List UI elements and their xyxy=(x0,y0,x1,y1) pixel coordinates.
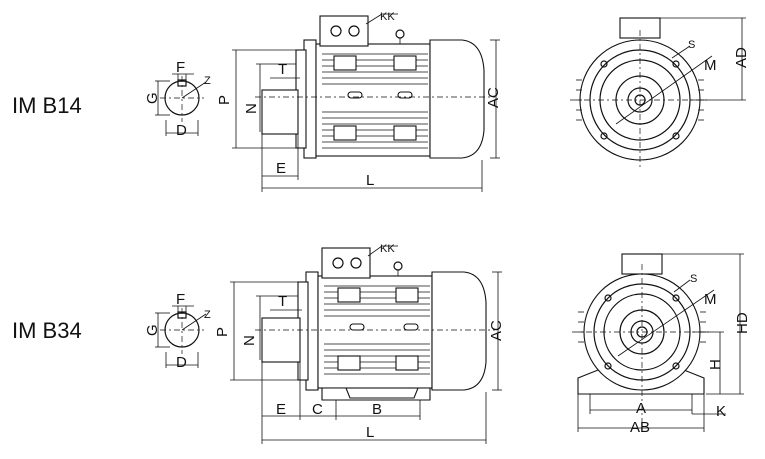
b14-label-f: F xyxy=(176,59,185,76)
b34-drawing: IM B34 F Z G D xyxy=(12,243,751,444)
b14-label-m: M xyxy=(704,57,717,74)
b34-label-ab: AB xyxy=(630,419,650,436)
b34-side-view: KK P T N E C B L AC xyxy=(214,243,505,444)
b34-label-kk: KK xyxy=(380,243,395,255)
b14-drawing: IM B14 F Z G D xyxy=(12,11,750,192)
b14-label-z: Z xyxy=(204,75,211,87)
b34-label-s: S xyxy=(690,273,697,285)
b14-label-s: S xyxy=(688,39,695,51)
b14-label-kk: KK xyxy=(380,11,395,23)
b14-side-view: KK P T N E L AC xyxy=(216,11,502,192)
b14-label-l: L xyxy=(366,172,374,189)
b34-front-view: S M HD H A AB K xyxy=(572,253,751,436)
b34-shaft-end-view: F Z G D xyxy=(144,291,211,371)
b34-label-f: F xyxy=(176,291,185,308)
b34-label-g: G xyxy=(144,324,161,336)
b34-label-p: P xyxy=(214,327,231,337)
b34-label-e: E xyxy=(276,401,286,418)
b14-front-view: S M AD xyxy=(570,17,750,170)
b34-label-hd: HD xyxy=(734,312,751,334)
b14-label-t: T xyxy=(278,61,287,78)
b34-label-l: L xyxy=(366,424,374,441)
b34-label-b: B xyxy=(372,401,382,418)
b14-label-n: N xyxy=(243,103,260,114)
b34-label-c: C xyxy=(312,401,323,418)
b34-label-z: Z xyxy=(204,309,211,321)
b34-label-t: T xyxy=(278,293,287,310)
b14-label-g: G xyxy=(144,92,161,104)
b34-label-ac: AC xyxy=(488,320,505,341)
b34-label-m: M xyxy=(704,291,717,308)
b14-shaft-end-view: F Z G D xyxy=(144,59,211,139)
b14-label-ad: AD xyxy=(733,47,750,68)
b14-label-e: E xyxy=(276,160,286,177)
b34-label-a: A xyxy=(636,400,646,417)
b14-label-d: D xyxy=(176,122,187,139)
b34-label-k: K xyxy=(716,403,726,420)
b34-title: IM B34 xyxy=(12,318,82,343)
b34-label-d: D xyxy=(176,354,187,371)
b14-label-p: P xyxy=(216,95,233,105)
b34-label-h: H xyxy=(707,359,724,370)
b14-label-ac: AC xyxy=(485,87,502,108)
b34-label-n: N xyxy=(241,335,258,346)
b14-title: IM B14 xyxy=(12,93,82,118)
